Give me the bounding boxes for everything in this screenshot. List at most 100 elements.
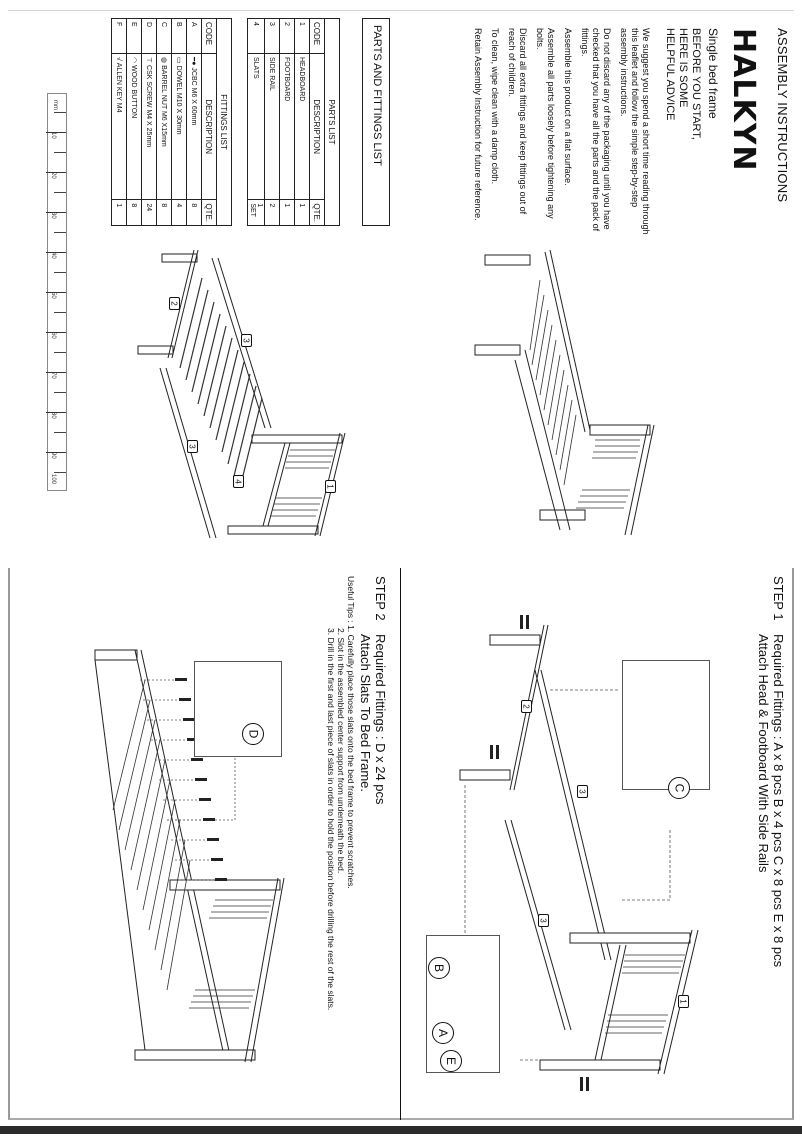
ruler-tick	[54, 232, 66, 233]
col-code: CODE	[309, 18, 325, 54]
dowel-icon: ▭	[175, 57, 182, 66]
part-tag-1: 1	[325, 480, 336, 493]
ruler-label: 60	[50, 332, 56, 339]
fitting-code: F	[111, 18, 127, 54]
ruler-label: 10	[50, 132, 56, 139]
part-tag-label: 1	[678, 999, 688, 1004]
callout-label: D	[245, 729, 260, 739]
part-description: SIDE RAIL	[264, 53, 280, 200]
ruler-label: 100	[50, 474, 56, 485]
part-tag-4: 4	[233, 475, 244, 488]
callout-a: A	[432, 1022, 454, 1044]
steps-frame	[8, 568, 794, 1120]
ruler-tick	[46, 332, 66, 333]
part-tag-label: 2	[169, 301, 179, 306]
ruler-tick	[54, 392, 66, 393]
advice-paragraph: Discard all extra fittings and keep fitt…	[507, 28, 528, 215]
brand-title: HALKYN	[726, 28, 761, 172]
fittings-list-title: FITTINGS LIST	[216, 18, 232, 226]
part-tag-2: 2	[521, 700, 532, 713]
step-2-detail-inset-d	[194, 661, 282, 757]
ruler-tick	[46, 412, 66, 413]
advice-paragraph: Assemble this product on a flat surface.	[563, 28, 573, 186]
advice-paragraph: Retain Assembly Instruction for future r…	[473, 28, 483, 221]
part-tag-label: 3	[538, 918, 548, 923]
part-qty: 1	[279, 199, 295, 226]
table-row: 2 FOOTBOARD 1	[279, 18, 295, 226]
fitting-description-cell: ◍ BARREL NUT M6 X15mm	[156, 53, 172, 200]
callout-d: D	[242, 723, 264, 745]
part-tag-label: 3	[187, 444, 197, 449]
fitting-qty: 1	[111, 199, 127, 226]
product-name: Single bed frame	[706, 28, 720, 119]
step-2-header: STEP 2Required Fittings : D x 24 pcs Att…	[326, 576, 388, 1136]
tips-label: Useful Tips :	[346, 576, 356, 623]
ruler-tick	[46, 452, 66, 453]
ruler-tick	[46, 372, 66, 373]
ruler-label: 30	[50, 212, 56, 219]
fitting-description-cell: ━● JCBC M6 X 60mm	[186, 53, 202, 200]
step-2-title: Attach Slats To Bed Frame.	[358, 634, 373, 792]
ruler-tick	[54, 112, 66, 113]
callout-e: E	[440, 1050, 462, 1072]
fitting-description: CSK SCREW M4 X 25mm	[145, 65, 152, 148]
table-row: 1 HEADBOARD 1	[294, 18, 310, 226]
steps-divider	[400, 568, 401, 1120]
before-line-1: BEFORE YOU START,	[690, 28, 702, 140]
fitting-code: B	[171, 18, 187, 54]
part-tag-label: 1	[325, 484, 335, 489]
parts-and-fittings-title-box: PARTS AND FITTINGS LIST	[362, 18, 390, 226]
table-row: 4 SLATS 1 SET	[247, 18, 265, 226]
part-code: 1	[294, 18, 310, 54]
part-tag-label: 3	[577, 789, 587, 794]
advice-paragraph: Assemble all parts loosely before tighte…	[535, 28, 556, 219]
step-1-header: STEP 1Required Fittings : A x 8 pcs B x …	[756, 576, 786, 1096]
before-line-2: HERE IS SOME	[677, 28, 689, 108]
tip-item: 2. Slot in the assembled center support …	[336, 628, 346, 874]
part-description: HEADBOARD	[294, 53, 310, 200]
fitting-description: DOWEL M10 X 30mm	[175, 65, 182, 135]
step-2-illustration	[94, 649, 285, 1063]
fitting-qty: 8	[156, 199, 172, 226]
part-code: 4	[247, 18, 265, 54]
tip-item: 1. Carefully place those slats onto the …	[346, 625, 356, 889]
fitting-qty: 8	[126, 199, 142, 226]
part-tag-3b: 3	[538, 914, 549, 927]
bolt-icon: ━●	[190, 57, 197, 68]
ruler-tick	[54, 352, 66, 353]
step-1-detail-inset-c	[622, 660, 710, 790]
ruler-label: 20	[50, 172, 56, 179]
ruler-tick	[54, 192, 66, 193]
table-row: C ◍ BARREL NUT M6 X15mm 8	[156, 18, 172, 226]
fittings-list-table: FITTINGS LIST CODE DESCRIPTION QTE. A ━●…	[111, 18, 232, 226]
ruler-label: 70	[50, 372, 56, 379]
part-tag-label: 3	[241, 338, 251, 343]
ruler-unit: mm	[52, 100, 58, 110]
fitting-description-cell: √ ALLEN KEY M4	[111, 53, 127, 200]
fitting-code: D	[141, 18, 157, 54]
ruler-tick	[46, 132, 66, 133]
part-tag-3b: 3	[187, 440, 198, 453]
assembled-bed-illustration	[474, 249, 655, 536]
page-bottom-bar	[0, 1126, 802, 1134]
tip-item: 3. Drill in the first and last piece of …	[326, 628, 336, 1011]
fitting-description-cell: ◠ WOOD BUTTON	[126, 53, 142, 200]
step-2-required-fittings: Required Fittings : D x 24 pcs	[373, 634, 388, 805]
parts-list-title: PARTS LIST	[324, 18, 340, 226]
measurement-ruler: mm 10 20 30 40 50 60 70 80 90 100	[46, 93, 67, 491]
col-description: DESCRIPTION	[309, 53, 325, 200]
col-qty: QTE.	[309, 199, 325, 226]
ruler-tick	[54, 432, 66, 433]
ruler-tick	[46, 172, 66, 173]
part-code: 3	[264, 18, 280, 54]
col-qty: QTE.	[201, 199, 217, 226]
parts-and-fittings-title: PARTS AND FITTINGS LIST	[371, 25, 383, 166]
ruler-tick	[46, 212, 66, 213]
fitting-description-cell: ⊤ CSK SCREW M4 X 25mm	[141, 53, 157, 200]
step-1-title: Attach Head & Footboard With Side Rails	[756, 634, 771, 873]
before-line-3: HELPFUL ADVICE	[664, 28, 676, 121]
part-code: 2	[279, 18, 295, 54]
callout-label: E	[443, 1056, 458, 1066]
part-tag-3: 3	[577, 785, 588, 798]
page-top-border	[8, 10, 794, 11]
